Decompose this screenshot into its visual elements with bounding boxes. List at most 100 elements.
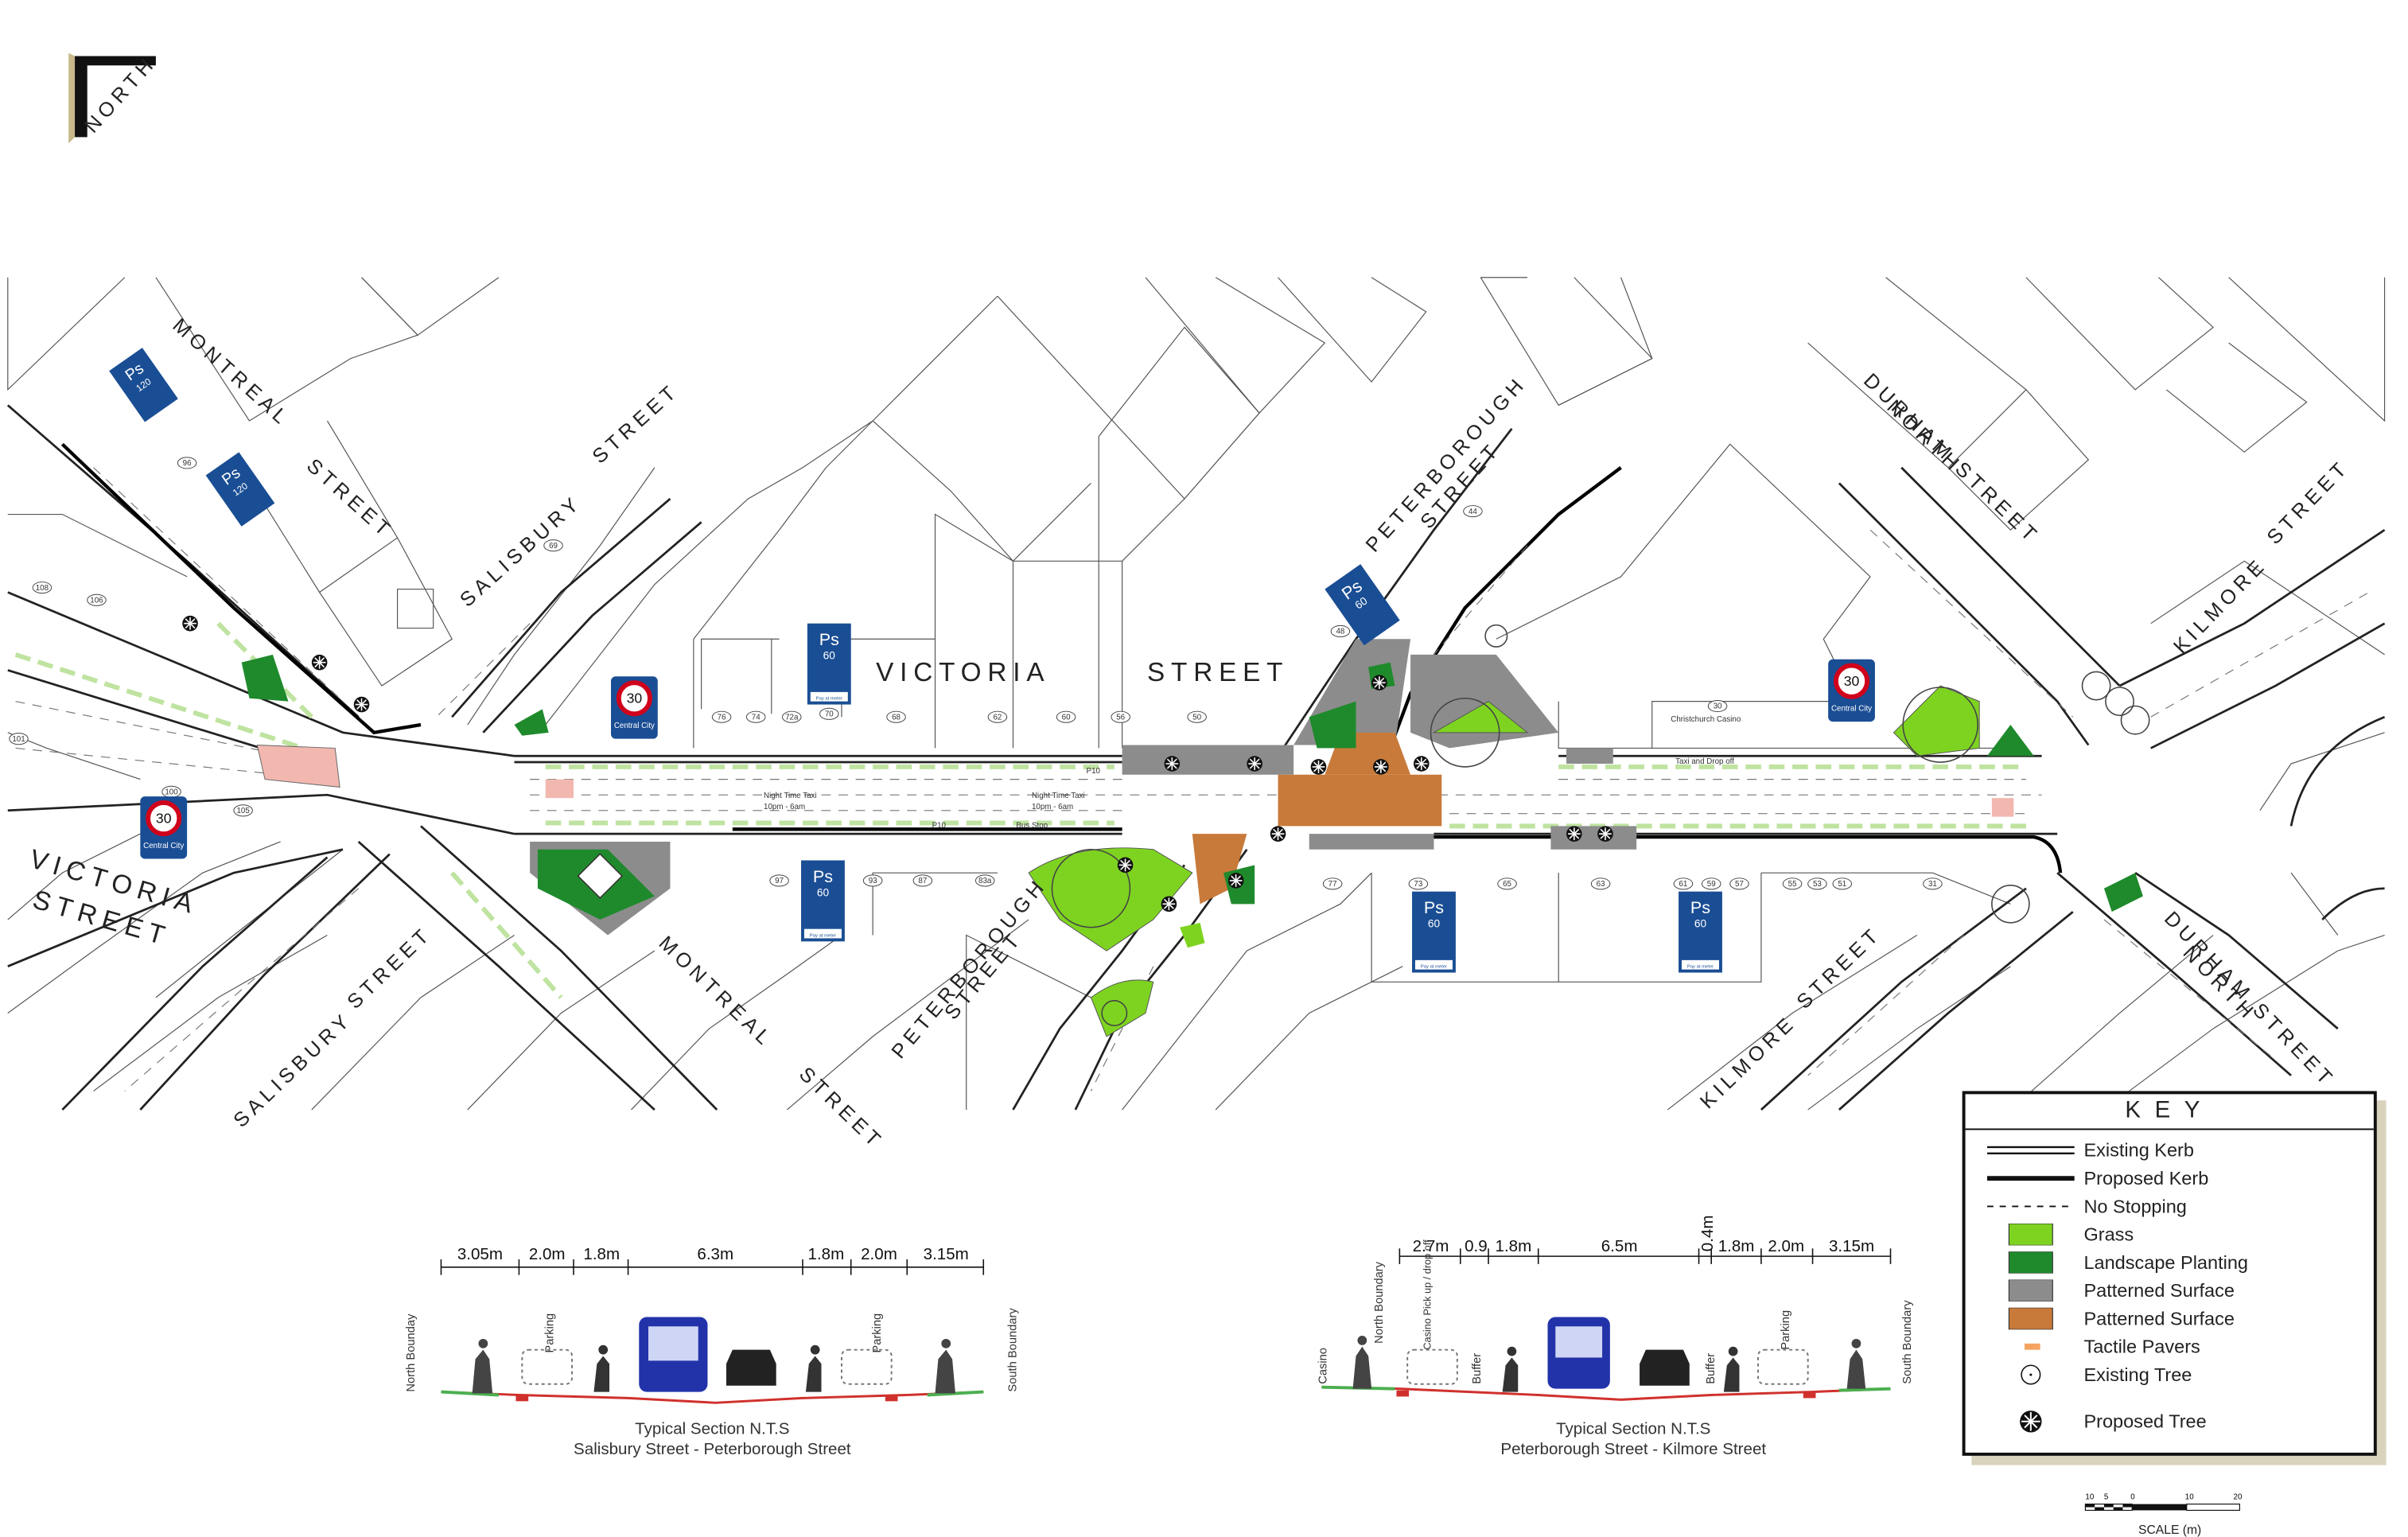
pedestrian-icon [472,1349,493,1394]
section-1-dim-1: 3.05m [457,1245,503,1263]
property-number-tag: 59 [1701,877,1721,890]
property-number-tag: 48 [1330,625,1351,638]
section-2-pickup: Casino Pick up / drop off [1422,1239,1434,1350]
property-number: 59 [1707,880,1716,889]
note-bus-stop: Bus Stop [1016,821,1048,830]
proposed-tree-icon [1373,759,1389,775]
property-number: 57 [1735,880,1744,889]
key-item-patterned-surface-brown: Patterned Surface [1966,1305,2374,1333]
property-number-tag: 108 [32,582,53,594]
thick-line-icon [1986,1176,2075,1181]
svg-text:30: 30 [156,810,172,826]
svg-text:60: 60 [1694,918,1707,930]
section-1-caption-1: Typical Section N.T.S [635,1419,789,1438]
proposed-tree-icon [1371,675,1387,691]
section-1: 3.05m 2.0m 1.8m 6.3m 1.8m 2.0m 3.15m Nor… [405,1245,1019,1458]
planter-box [577,853,624,899]
cyclist-icon [1502,1357,1519,1392]
note-casino: Christchurch Casino [1671,715,1741,724]
parcel-lines [7,277,2386,1111]
note-p10-south: P10 [932,821,947,830]
car-icon [726,1349,776,1386]
property-number: 62 [993,713,1002,722]
key-item-existing-kerb: Existing Kerb [1966,1136,2374,1164]
note-night-taxi-1-hours: 10pm - 6am [764,803,805,811]
section-2-caption-1: Typical Section N.T.S [1556,1419,1710,1438]
grass-area [1432,701,1529,733]
section-2-boundary-right: South Boundary [1901,1300,1914,1384]
section-2-dim-5: 0.4m [1698,1216,1717,1252]
existing-tree-icon [2021,1364,2041,1385]
proposed-tree-icon [182,615,198,632]
svg-text:60: 60 [1428,918,1441,930]
property-number: 74 [752,713,761,722]
parked-car-icon [840,1348,893,1385]
proposed-tree-icon [1310,759,1327,775]
property-number-tag: 73 [1408,877,1429,890]
property-number-tag: 106 [87,593,107,606]
map-key: KEY Existing Kerb Proposed Kerb No Stopp… [1962,1091,2377,1456]
proposed-tree-icon [1247,756,1262,772]
property-number-tag: 44 [1463,505,1483,518]
cyclist-icon [805,1356,822,1392]
section-2-dim-7: 2.0m [1768,1237,1804,1255]
pedestrian-icon [1352,1346,1372,1389]
section-2-buffer-1: Buffer [1471,1353,1484,1384]
svg-text:Central City: Central City [614,722,655,730]
section-2-boundary-left: North Boundary [1373,1261,1386,1344]
svg-text:Central City: Central City [1831,704,1872,713]
property-number-tag: 53 [1807,877,1827,890]
proposed-tree-icon [1270,826,1286,842]
note-night-taxi-2: Night Time Taxi [1032,792,1085,800]
speed-sign-victoria-west: 30 Central City [140,796,187,858]
proposed-trees [182,615,1613,912]
property-number-tag: 56 [1111,710,1130,723]
property-number: 72a [785,713,799,722]
scale-bar: 10 5 0 10 20 SCALE (m) [2082,1490,2244,1537]
patterned-surface-brown [1192,834,1247,905]
proposed-tree-icon [1413,756,1430,772]
property-number: 83a [978,877,992,885]
section-2-dim-1: 2.7m [1413,1237,1449,1255]
parking-sign-4: Ps 60 Pay at meter [1679,891,1722,973]
parking-sign-3: Ps 60 Pay at meter [1412,891,1456,973]
svg-text:60: 60 [817,887,830,899]
property-number: 101 [12,735,25,744]
patterned-surface-grey [1566,748,1613,765]
double-line-icon [1986,1146,2075,1154]
property-number: 55 [1788,880,1797,889]
svg-text:0: 0 [2130,1493,2135,1502]
property-number-tag: 97 [769,874,789,887]
parked-car-icon [1406,1348,1458,1385]
property-number-tag: 55 [1782,877,1803,890]
proposed-tree-icon [1227,873,1244,889]
speed-sign-east: 30 Central City [1828,660,1875,722]
svg-text:Pay at meter: Pay at meter [810,933,836,938]
property-number: 61 [1679,880,1687,889]
key-item-no-stopping: No Stopping [1966,1193,2374,1220]
svg-text:10: 10 [2185,1493,2194,1502]
landscape-planting [514,709,549,736]
existing-tree-icon [1902,687,1979,763]
property-number: 44 [1469,508,1477,516]
planting-swatch-icon [2008,1251,2053,1274]
property-number: 56 [1116,713,1125,722]
section-1-caption-2: Salisbury Street - Peterborough Street [574,1440,851,1458]
surface-areas [241,639,2143,1037]
svg-text:Ps: Ps [813,866,833,886]
property-number: 87 [918,877,927,885]
property-number: 77 [1328,880,1337,889]
svg-text:Pay at meter: Pay at meter [816,697,842,702]
property-number-tag: 61 [1673,877,1694,890]
cyclist-icon [593,1356,610,1392]
parking-sign-1: Ps 60 Pay at meter [807,623,851,705]
map-notes: Night Time Taxi 10pm - 6am Night Time Ta… [764,715,1741,830]
section-1-boundary-right: South Boundary [1006,1308,1019,1392]
grey-swatch-icon [2008,1279,2053,1302]
property-number: 65 [1503,880,1511,889]
grass-area [1893,685,1980,757]
section-1-dim-2: 2.0m [529,1245,566,1263]
property-number: 108 [36,584,49,593]
